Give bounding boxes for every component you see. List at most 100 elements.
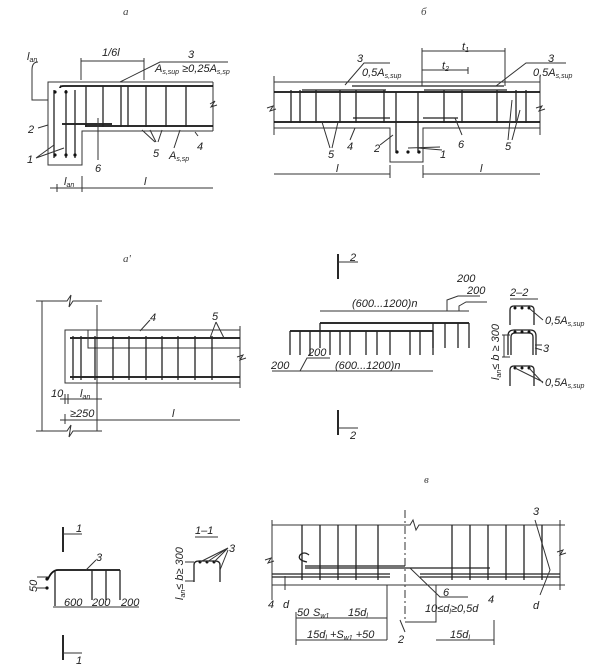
leaders-left — [271, 576, 286, 600]
half-as-top: 0,5As,sup — [545, 315, 584, 328]
panel-a-prime-title: а' — [123, 253, 132, 265]
dim-bottom-label: (600...1200)n — [335, 360, 400, 372]
marker-top: 1 — [76, 523, 82, 535]
column-bars — [395, 92, 419, 153]
leaders-6-5-4 — [97, 118, 199, 160]
column-bars — [53, 85, 130, 158]
leaders — [502, 308, 544, 384]
leaders-2-1 — [35, 124, 65, 159]
section-shape-mid — [507, 329, 537, 355]
bar-dot — [64, 90, 68, 94]
bar-dot — [520, 330, 524, 334]
section-arrows — [338, 261, 358, 429]
pos5-label: 5 — [153, 148, 160, 160]
lan-bottom-label: lan — [64, 176, 74, 189]
bar-dot — [45, 586, 49, 590]
d-right-label: d — [533, 600, 540, 612]
pos4-right-label: 4 — [488, 594, 494, 606]
dim-200-a: 200 — [456, 273, 476, 285]
pos4-left-label: 4 — [268, 599, 274, 611]
bar-dot — [520, 306, 524, 310]
bar-dot — [417, 150, 421, 154]
panel-v-title: в — [424, 474, 429, 486]
pos5-right-label: 5 — [505, 141, 512, 153]
pos3-label: 3 — [188, 49, 195, 61]
pos3-label: 3 — [96, 552, 103, 564]
vertical-bars — [54, 570, 121, 606]
half-as-right-label: 0,5As,sup — [533, 67, 572, 80]
as-sp-label: As,sp — [168, 150, 189, 163]
panel-a: а lan 1/6l 3 As,sup ≥0,25As,sp 2 1 6 5 A… — [27, 6, 230, 192]
pos5-label: 5 — [212, 311, 219, 323]
panel-a-title: а — [123, 6, 129, 18]
pos4-label: 4 — [150, 312, 156, 324]
section-shape-top — [509, 305, 535, 325]
dia-note: 10≤dl≥0,5d — [425, 603, 479, 616]
dim-bottom — [272, 357, 433, 372]
bar-dot — [527, 306, 531, 310]
dim-sum-label: 15dl +Sw1 +50 — [307, 629, 375, 642]
pos1-label: 1 — [440, 149, 446, 161]
pos6-label: 6 — [443, 587, 450, 599]
dim600-label: 600 — [64, 597, 83, 609]
half-as-left-label: 0,5As,sup — [362, 67, 401, 80]
as-sup-note: As,sup ≥0,25As,sp — [154, 63, 230, 76]
marker-top: 2 — [349, 252, 356, 264]
panel-a-prime: а' 4 5 10 lan ≥250 l — [36, 253, 247, 438]
vertical-bars — [289, 323, 470, 355]
dims — [60, 388, 240, 424]
pos2-label: 2 — [373, 143, 380, 155]
leader-dim — [53, 559, 139, 608]
dim50-label: 50 — [297, 607, 310, 619]
lan-label: lan — [80, 388, 90, 401]
t2-label: t2 — [442, 60, 449, 73]
break-marks — [264, 549, 567, 564]
bar-dot — [520, 366, 524, 370]
break-marks — [266, 105, 546, 112]
span-l-label: l — [172, 408, 175, 420]
pos6-label: 6 — [95, 163, 102, 175]
section-1-title: 1–1 — [195, 525, 213, 537]
marker-bottom: 1 — [76, 655, 82, 667]
leaders — [139, 319, 225, 339]
dim15d-right-label: 15dl — [450, 629, 470, 642]
bar-dot — [53, 90, 57, 94]
bar-dot — [73, 153, 77, 157]
d-left-label: d — [283, 599, 290, 611]
pos1-label: 1 — [27, 154, 33, 166]
stirrups-5 — [72, 336, 213, 380]
span-right-label: l — [480, 163, 483, 175]
span-left-label: l — [336, 163, 339, 175]
section-2-title: 2–2 — [509, 287, 528, 299]
beam-outline — [64, 326, 247, 388]
pos4-label: 4 — [347, 141, 353, 153]
dim-top-label: (600...1200)n — [352, 298, 417, 310]
bar-dot — [64, 153, 68, 157]
dim10-label: 10 — [51, 388, 64, 400]
bars-horizontal — [290, 322, 469, 332]
section-shape-bottom — [509, 365, 535, 386]
dim-spans — [274, 165, 540, 178]
bar-dot — [527, 330, 531, 334]
pos3-left-label: 3 — [357, 53, 364, 65]
break-mark — [209, 82, 218, 131]
lan-leader — [31, 61, 48, 101]
dim50-label: 50 — [28, 579, 40, 592]
pos2-label: 2 — [397, 634, 404, 646]
pos6-label: 6 — [458, 139, 465, 151]
beam-outline — [271, 518, 565, 590]
panel-b: б t1 t2 3 3 0,5As,sup 0,5As,sup 5 5 4 2 … — [266, 6, 572, 178]
lan-top-label: lan — [27, 51, 37, 64]
stirrups — [301, 525, 543, 580]
span-l-label: l — [144, 176, 147, 188]
bar-dot — [395, 150, 399, 154]
panel-section-2: 2 2 (600...1200)n 200 200 200 200 (600..… — [270, 252, 584, 442]
beam-outline — [273, 76, 541, 163]
leaders — [321, 99, 521, 151]
panel-b-title: б — [421, 6, 427, 18]
dim-t1-t2 — [421, 48, 506, 86]
pos4-label: 4 — [197, 141, 203, 153]
pos2-label: 2 — [27, 124, 34, 136]
dim250-label: ≥250 — [70, 408, 95, 420]
leaders — [185, 547, 229, 582]
